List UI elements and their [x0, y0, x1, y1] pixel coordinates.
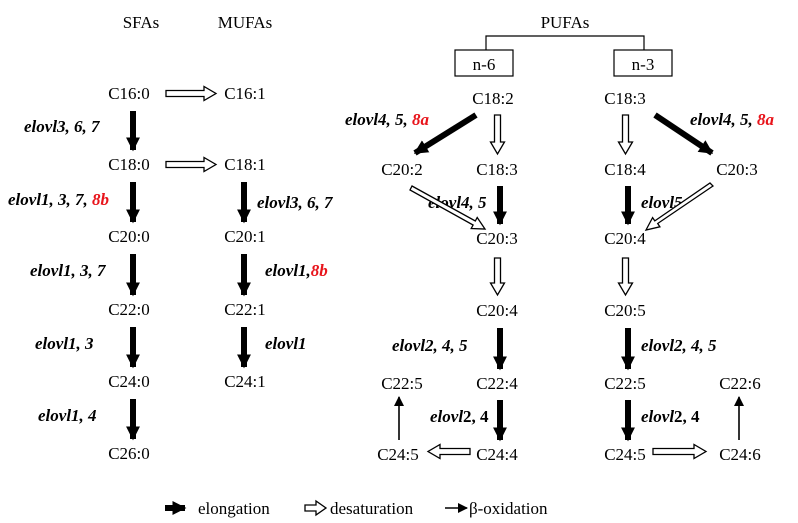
- enzyme-label-n3-c18-c20-main: elovl4, 5,: [690, 110, 757, 129]
- node-n6-c20-2: C20:2: [381, 160, 423, 179]
- node-sfa-c18-0: C18:0: [108, 155, 150, 174]
- enzyme-label-n3-c18-c20: elovl4, 5, 8a: [690, 110, 775, 129]
- enzyme-label-n3-c22-5-c24-5-nums: 2, 4: [674, 407, 700, 426]
- enzyme-label-n3-c18-c20-red: 8a: [757, 110, 775, 129]
- enzyme-label-n3-c22-5-c24-5: elovl2, 4: [641, 407, 700, 426]
- enzyme-label-mufa-c20-c22-main: elovl1,: [265, 261, 311, 280]
- pufa-bracket: [485, 35, 645, 50]
- header-n3: n-3: [632, 55, 655, 74]
- header-n6: n-6: [473, 55, 496, 74]
- enzyme-label-n3-c20-5-c22-5: elovl2, 4, 5: [641, 336, 717, 355]
- enzyme-label-sfa-c18-c20: elovl1, 3, 7, 8b: [8, 190, 109, 209]
- enzyme-label-sfa-c18-c20-main: elovl1, 3, 7,: [8, 190, 92, 209]
- node-n6-c22-5: C22:5: [381, 374, 423, 393]
- header-mufas: MUFAs: [218, 13, 272, 32]
- enzyme-label-n6-c22-4-c24-4-nums: 2, 4: [463, 407, 489, 426]
- node-sfa-c24-0: C24:0: [108, 372, 150, 391]
- node-n3-c24-6: C24:6: [719, 445, 761, 464]
- node-sfa-c16-0: C16:0: [108, 84, 150, 103]
- enzyme-label-sfa-c18-c20-red: 8b: [92, 190, 109, 209]
- node-mufa-c20-1: C20:1: [224, 227, 266, 246]
- elongation-arrow-n6-c18-2-c20-2: [413, 112, 478, 156]
- legend-desaturation-label: desaturation: [330, 499, 414, 518]
- desaturation-arrow-n3-c20-3-c20-4: [644, 182, 715, 231]
- enzyme-label-n6-c18-c20: elovl4, 5, 8a: [345, 110, 430, 129]
- node-sfa-c20-0: C20:0: [108, 227, 150, 246]
- desaturation-arrow-n3-c18-3-c18-4: [617, 114, 634, 156]
- node-n3-c20-3: C20:3: [716, 160, 758, 179]
- node-n3-c22-6: C22:6: [719, 374, 761, 393]
- header-sfas: SFAs: [123, 13, 160, 32]
- elongation-arrow-n3-c18-3-c20-3: [653, 112, 714, 156]
- node-n3-c20-4: C20:4: [604, 229, 646, 248]
- enzyme-label-n3-c18-4-c20-4: elovl5: [641, 193, 683, 212]
- enzyme-label-n6-c22-4-c24-4: elovl2, 4: [430, 407, 489, 426]
- enzyme-label-n3-c22-5-c24-5-main: elovl: [641, 407, 674, 426]
- desaturation-arrow-n6-c18-2-c18-3: [489, 114, 506, 156]
- node-n6-c24-4: C24:4: [476, 445, 518, 464]
- enzyme-label-mufa-c18-c20: elovl3, 6, 7: [257, 193, 334, 212]
- node-n6-c24-5: C24:5: [377, 445, 419, 464]
- enzyme-label-mufa-c20-c22: elovl1,8b: [265, 261, 328, 280]
- enzyme-label-sfa-c20-c22: elovl1, 3, 7: [30, 261, 107, 280]
- node-mufa-c22-1: C22:1: [224, 300, 266, 319]
- enzyme-label-sfa-c16-c18: elovl3, 6, 7: [24, 117, 101, 136]
- enzyme-label-n6-c18-c20-main: elovl4, 5,: [345, 110, 412, 129]
- enzyme-label-sfa-c22-c24: elovl1, 3: [35, 334, 94, 353]
- enzyme-label-n6-c22-4-c24-4-main: elovl: [430, 407, 463, 426]
- node-mufa-c16-1: C16:1: [224, 84, 266, 103]
- node-mufa-c24-1: C24:1: [224, 372, 266, 391]
- enzyme-label-mufa-c20-c22-red: 8b: [311, 261, 328, 280]
- header-pufas: PUFAs: [541, 13, 590, 32]
- legend-beta-oxidation-label: β-oxidation: [469, 499, 548, 518]
- node-n3-c18-3: C18:3: [604, 89, 646, 108]
- enzyme-label-sfa-c24-c26: elovl1, 4: [38, 406, 97, 425]
- node-n6-c20-3: C20:3: [476, 229, 518, 248]
- desaturation-arrow-n6-c20-2-c20-3: [409, 185, 487, 230]
- node-n3-c18-4: C18:4: [604, 160, 646, 179]
- node-n3-c20-5: C20:5: [604, 301, 646, 320]
- desaturation-arrow-n6-c20-3-c20-4: [489, 257, 506, 297]
- n6-box: [454, 49, 514, 77]
- desaturation-arrow-n3-c24-5-c24-6: [652, 443, 708, 460]
- desaturation-arrow-c18-0-c18-1: [165, 156, 218, 173]
- legend-elongation-label: elongation: [198, 499, 270, 518]
- node-n6-c20-4: C20:4: [476, 301, 518, 320]
- enzyme-label-n6-c18-c20-red: 8a: [412, 110, 430, 129]
- desaturation-arrow-n6-c24-4-c24-5: [426, 443, 471, 460]
- node-n3-c24-5: C24:5: [604, 445, 646, 464]
- legend-desaturation-swatch: [304, 499, 328, 517]
- node-sfa-c26-0: C26:0: [108, 444, 150, 463]
- node-n3-c22-5: C22:5: [604, 374, 646, 393]
- desaturation-arrow-c16-0-c16-1: [165, 85, 218, 102]
- node-mufa-c18-1: C18:1: [224, 155, 266, 174]
- desaturation-arrow-n3-c20-4-c20-5: [617, 257, 634, 297]
- n3-box: [613, 49, 673, 77]
- node-n6-c18-2: C18:2: [472, 89, 514, 108]
- legend: elongation desaturation β-oxidation: [165, 499, 548, 518]
- node-n6-c18-3: C18:3: [476, 160, 518, 179]
- node-sfa-c22-0: C22:0: [108, 300, 150, 319]
- node-n6-c22-4: C22:4: [476, 374, 518, 393]
- enzyme-label-n6-c20-4-c22-4: elovl2, 4, 5: [392, 336, 468, 355]
- enzyme-label-mufa-c22-c24: elovl1: [265, 334, 307, 353]
